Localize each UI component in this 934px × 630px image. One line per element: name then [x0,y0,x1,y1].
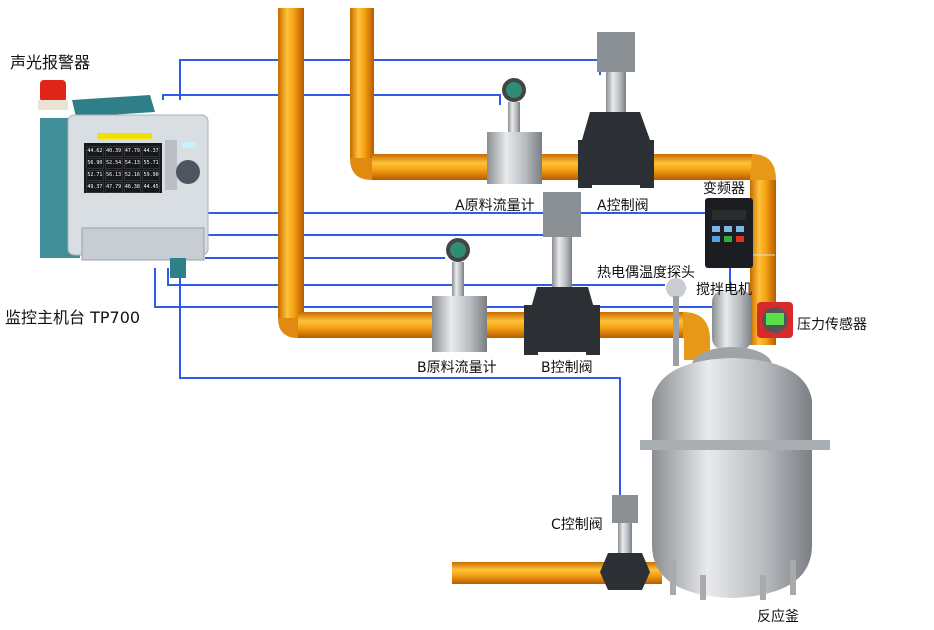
wire-thermocouple [167,268,665,286]
screen-value: 59.90 [142,170,160,181]
label-flowmeter-b: B原料流量计 [417,360,497,376]
screen-value: 44.45 [142,182,160,193]
screen-value: 52.54 [104,158,123,169]
screen-value: 55.71 [142,158,160,169]
label-inverter: 变频器 [703,181,745,197]
label-monitor: 监控主机台 TP700 [5,308,141,327]
label-valve-a: A控制阀 [597,198,649,214]
flowmeter-a [487,78,542,184]
screen-value: 40.39 [104,146,123,157]
wire-flowmeter-a [162,94,501,105]
label-valve-c: C控制阀 [551,517,603,533]
label-valve-b: B控制阀 [541,360,593,376]
screen-value: 52.71 [86,170,104,181]
flowmeter-b [432,238,487,352]
label-reactor: 反应釜 [757,609,799,625]
screen-value: 52.16 [123,170,142,181]
screen-value: 47.79 [104,182,123,193]
reactor-vessel [640,290,830,600]
alarm-light-icon [38,80,68,110]
thermocouple-probe [666,278,686,366]
label-alarm: 声光报警器 [10,53,91,72]
screen-value: 44.37 [142,146,160,157]
screen-value: 54.13 [123,158,142,169]
wire-valve-c [179,268,621,500]
label-thermocouple: 热电偶温度探头 [597,265,695,281]
valve-c [600,495,650,590]
screen-value: 44.62 [86,146,104,157]
inverter-device [705,198,753,268]
label-flowmeter-a: A原料流量计 [455,198,535,214]
pipe-b [278,8,710,360]
valve-a [578,32,654,188]
label-pressure: 压力传感器 [797,317,867,333]
screen-value: 47.79 [123,146,142,157]
screen-value: 56.90 [86,158,104,169]
screen-value: 49.37 [86,182,104,193]
valve-b [524,192,600,355]
pressure-sensor [757,302,793,338]
screen-value: 46.38 [123,182,142,193]
screen-value: 56.13 [104,170,123,181]
label-motor: 搅拌电机 [696,282,752,298]
